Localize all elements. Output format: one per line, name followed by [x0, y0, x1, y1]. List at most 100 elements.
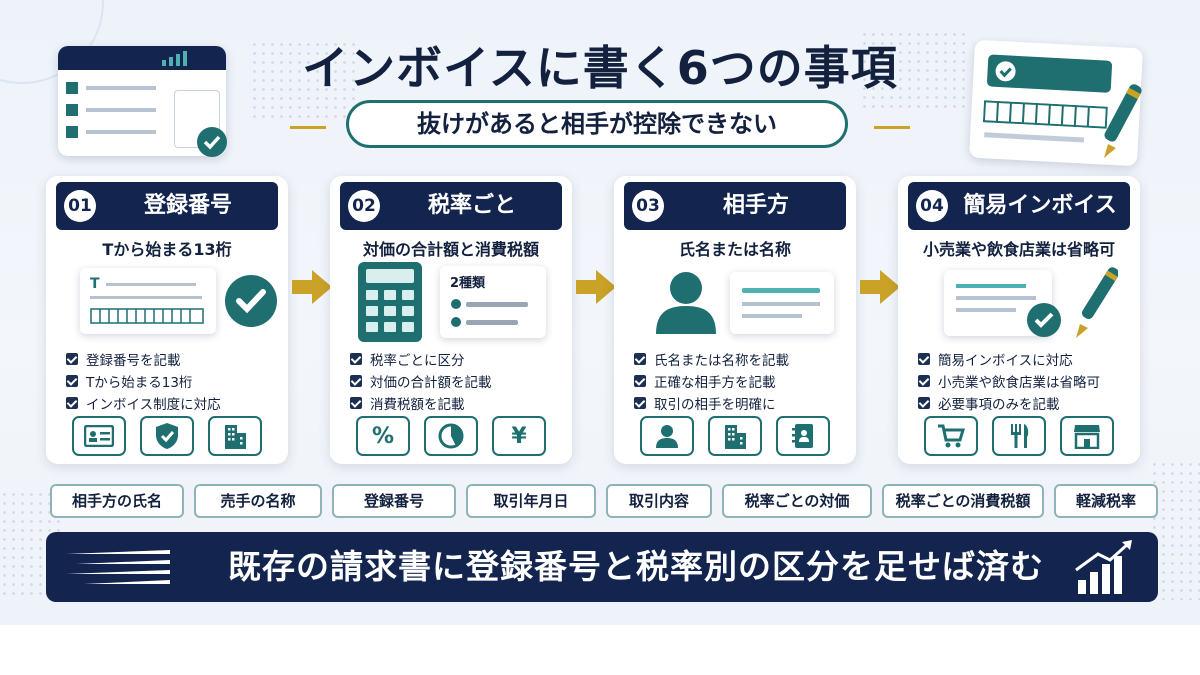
summary-text: 既存の請求書に登録番号と税率別の区分を足せば済む [228, 547, 1044, 586]
check-circle-icon [197, 127, 227, 157]
step-number: 04 [916, 190, 948, 222]
checklist-item: インボイス制度に対応 [66, 392, 221, 414]
registration-number-illustration: T [56, 262, 278, 342]
pen-icon [1076, 267, 1118, 338]
t-prefix-label: T [90, 276, 100, 292]
tag-reduced-rate: 軽減税率 [1054, 484, 1158, 518]
step-number: 03 [632, 190, 664, 222]
checklist-item-label: 簡易インボイスに対応 [938, 353, 1073, 369]
step-header: 03 相手方 [624, 182, 846, 230]
checklist-item-label: 登録番号を記載 [86, 353, 181, 369]
tag-tax-by-rate: 税率ごとの消費税額 [882, 484, 1044, 518]
step-header: 02 税率ごと [340, 182, 562, 230]
rate-types-label: 2種類 [450, 276, 486, 291]
arrow-right-icon [860, 270, 900, 304]
checklist-item-label: 対価の合計額を記載 [370, 375, 492, 391]
pie-chart-icon [424, 416, 478, 456]
step-title: 相手方 [722, 193, 789, 218]
checklist: 簡易インボイスに対応 小売業や飲食店業は省略可 必要事項のみを記載 [918, 348, 1100, 414]
step-title: 簡易インボイス [963, 193, 1117, 218]
checkbox-icon [350, 397, 362, 409]
person-icon [640, 416, 694, 456]
icon-row [614, 416, 856, 456]
calculator-icon [358, 262, 422, 342]
tag-transaction-date: 取引年月日 [466, 484, 596, 518]
building-icon [208, 416, 262, 456]
cart-icon [924, 416, 978, 456]
arrow-right-icon [292, 270, 332, 304]
tag-transaction-details: 取引内容 [606, 484, 712, 518]
checklist-item-label: インボイス制度に対応 [86, 397, 221, 413]
checklist-item: 対価の合計額を記載 [350, 370, 492, 392]
icon-row [898, 416, 1140, 456]
growth-chart-icon [1075, 540, 1132, 594]
step-description: 氏名または名称 [678, 240, 791, 259]
step-header: 01 登録番号 [56, 182, 278, 230]
checklist-item: 消費税額を記載 [350, 392, 492, 414]
checklist: 税率ごとに区分 対価の合計額を記載 消費税額を記載 [350, 348, 492, 414]
id-card-icon [72, 416, 126, 456]
subtitle-divider-right [874, 126, 910, 129]
step-number: 01 [64, 190, 96, 222]
utensils-icon [992, 416, 1046, 456]
subtitle-divider-left [290, 126, 326, 129]
tag-buyer-name: 相手方の氏名 [50, 484, 184, 518]
checkbox-icon [66, 375, 78, 387]
checkbox-icon [350, 375, 362, 387]
check-circle-icon [995, 61, 1016, 82]
checklist-lines [66, 82, 156, 138]
name-card [730, 272, 834, 334]
arrow-right-icon [576, 270, 616, 304]
checklist-document-illustration [58, 46, 227, 157]
checklist-item: 正確な相手方を記載 [634, 370, 789, 392]
summary-banner: 既存の請求書に登録番号と税率別の区分を足せば済む [46, 532, 1158, 602]
checklist-item: 簡易インボイスに対応 [918, 348, 1100, 370]
speed-lines-icon [66, 550, 170, 584]
checkbox-icon [918, 397, 930, 409]
step-title: 税率ごと [427, 193, 516, 218]
bar-chart-icon [162, 51, 187, 66]
checklist-item-label: 必要事項のみを記載 [938, 397, 1060, 413]
check-circle-icon [1027, 303, 1061, 337]
rate-types-card: 2種類 [440, 266, 546, 338]
check-circle-icon [225, 275, 277, 327]
step-description: Tから始まる13桁 [102, 240, 232, 259]
checkbox-icon [66, 397, 78, 409]
checklist-item: 小売業や飲食店業は省略可 [918, 370, 1100, 392]
required-items-tag-row: 相手方の氏名 売手の名称 登録番号 取引年月日 取引内容 税率ごとの対価 税率ご… [50, 484, 1158, 518]
dot-pattern [860, 30, 970, 110]
checklist-item-label: Tから始まる13桁 [86, 375, 193, 391]
checklist-item-label: 税率ごとに区分 [370, 353, 465, 369]
checklist-item: Tから始まる13桁 [66, 370, 221, 392]
checklist-item: 登録番号を記載 [66, 348, 221, 370]
number-boxes [90, 308, 204, 324]
contact-book-icon [776, 416, 830, 456]
step-title: 登録番号 [143, 193, 232, 218]
checklist-item-label: 氏名または名称を記載 [654, 353, 789, 369]
dot-pattern [1150, 460, 1200, 600]
percent-icon: % [356, 416, 410, 456]
shield-check-icon [140, 416, 194, 456]
dot-pattern [250, 40, 360, 120]
counterparty-illustration [624, 262, 846, 342]
yen-icon: ¥ [492, 416, 546, 456]
checklist-item: 取引の相手を明確に [634, 392, 789, 414]
checkbox-icon [918, 353, 930, 365]
checklist-item-label: 取引の相手を明確に [654, 397, 776, 413]
step-description: 対価の合計額と消費税額 [362, 240, 539, 259]
registration-card-illustration [969, 39, 1143, 167]
checkbox-icon [634, 353, 646, 365]
store-icon [1060, 416, 1114, 456]
tag-amount-by-rate: 税率ごとの対価 [722, 484, 872, 518]
step-card-simplified-invoice: 04 簡易インボイス 小売業や飲食店業は省略可 簡易インボイスに対応 小売業や飲… [898, 176, 1140, 464]
checklist-item-label: 小売業や飲食店業は省略可 [938, 375, 1100, 391]
simplified-invoice-illustration [908, 262, 1130, 342]
building-icon [708, 416, 762, 456]
subtitle: 抜けがあると相手が控除できない [346, 100, 848, 148]
step-card-registration-number: 01 登録番号 Tから始まる13桁 T [46, 176, 288, 464]
step-header: 04 簡易インボイス [908, 182, 1130, 230]
checkbox-icon [634, 375, 646, 387]
person-icon [656, 272, 716, 334]
number-boxes [982, 100, 1108, 129]
step-number: 02 [348, 190, 380, 222]
